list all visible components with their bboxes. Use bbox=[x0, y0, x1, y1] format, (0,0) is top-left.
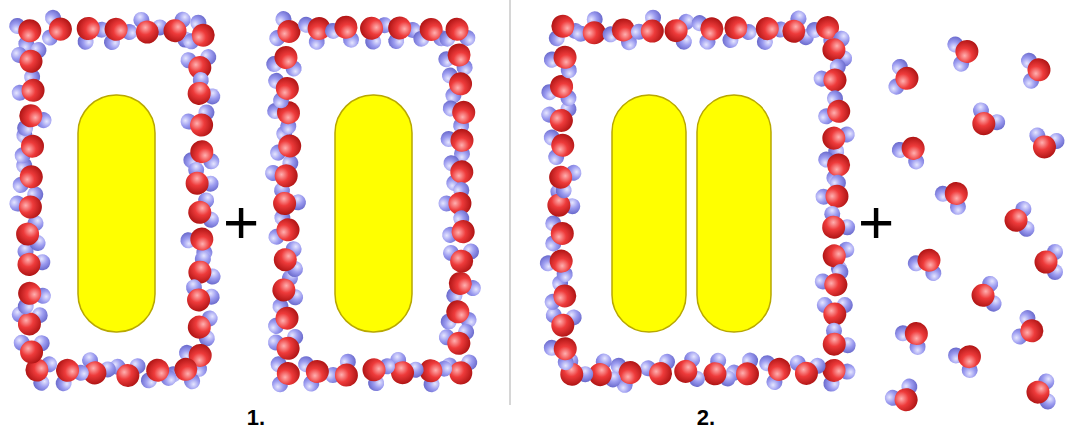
water-molecule bbox=[138, 357, 177, 390]
water-molecule bbox=[1024, 126, 1066, 163]
water-molecule bbox=[887, 58, 921, 98]
water-molecule bbox=[541, 38, 587, 81]
water-molecule bbox=[817, 297, 853, 326]
water-molecule bbox=[889, 129, 935, 173]
water-molecule bbox=[892, 313, 938, 358]
water-molecule bbox=[14, 214, 46, 253]
water-molecule bbox=[882, 375, 928, 419]
water-molecule bbox=[9, 40, 51, 76]
panel-number: 2. bbox=[697, 407, 715, 429]
plus-sign: + bbox=[223, 191, 259, 253]
water-molecule bbox=[95, 10, 140, 53]
water-molecule bbox=[181, 12, 221, 56]
water-molecule bbox=[439, 17, 476, 47]
water-molecule bbox=[1009, 308, 1049, 352]
hydrophobic-molecule bbox=[612, 95, 686, 332]
water-molecule bbox=[8, 240, 54, 284]
water-molecule bbox=[638, 352, 681, 391]
water-molecule bbox=[262, 152, 307, 195]
water-molecule bbox=[542, 156, 584, 201]
water-molecule bbox=[437, 322, 479, 359]
water-molecule bbox=[439, 266, 483, 306]
water-molecule bbox=[945, 31, 983, 74]
water-molecule bbox=[296, 351, 333, 393]
hydrophobic-molecule bbox=[335, 95, 412, 332]
water-molecule bbox=[1020, 51, 1052, 90]
hydrophobic-molecule bbox=[78, 95, 155, 332]
water-molecule bbox=[539, 70, 582, 108]
panel-number: 1. bbox=[247, 407, 265, 429]
water-molecule bbox=[13, 335, 49, 364]
water-molecule bbox=[1002, 200, 1036, 240]
water-molecule bbox=[932, 173, 978, 218]
water-molecule bbox=[670, 350, 706, 392]
water-molecule bbox=[178, 102, 223, 144]
water-molecule bbox=[539, 99, 581, 136]
water-molecule bbox=[963, 99, 1009, 143]
water-molecule bbox=[184, 191, 220, 233]
water-molecule bbox=[436, 37, 480, 78]
water-molecule bbox=[812, 261, 857, 303]
water-molecule bbox=[441, 64, 475, 104]
water-molecule bbox=[814, 319, 859, 365]
hydrophobic-molecule bbox=[697, 95, 771, 332]
water-molecule bbox=[663, 11, 696, 50]
water-molecule bbox=[185, 308, 218, 348]
water-molecule bbox=[544, 307, 583, 339]
water-molecule bbox=[439, 299, 477, 331]
water-molecule bbox=[177, 277, 222, 319]
water-molecule bbox=[270, 355, 301, 393]
water-molecule bbox=[1035, 244, 1064, 280]
divider-line bbox=[509, 0, 511, 405]
water-molecule bbox=[813, 203, 859, 248]
water-molecule bbox=[265, 42, 306, 78]
water-molecule bbox=[787, 354, 827, 387]
water-molecule bbox=[11, 156, 45, 196]
water-molecule bbox=[442, 243, 480, 274]
water-molecule bbox=[1025, 373, 1056, 411]
water-molecule bbox=[816, 88, 857, 133]
water-molecule bbox=[273, 241, 304, 279]
water-molecule bbox=[905, 241, 950, 283]
water-molecule bbox=[8, 274, 54, 317]
water-molecule bbox=[689, 8, 729, 52]
water-molecule bbox=[7, 184, 52, 226]
water-molecule bbox=[969, 275, 1003, 315]
water-molecule bbox=[545, 215, 574, 251]
water-molecule bbox=[715, 10, 759, 51]
water-molecule bbox=[757, 348, 797, 392]
plus-sign: + bbox=[858, 191, 894, 253]
water-molecule bbox=[696, 350, 738, 395]
water-molecule bbox=[355, 348, 399, 394]
water-molecule bbox=[41, 9, 75, 49]
water-molecule bbox=[10, 98, 54, 138]
water-molecule bbox=[437, 119, 482, 165]
water-molecule bbox=[267, 9, 305, 52]
water-molecules bbox=[6, 6, 1066, 419]
water-molecule bbox=[945, 336, 990, 382]
